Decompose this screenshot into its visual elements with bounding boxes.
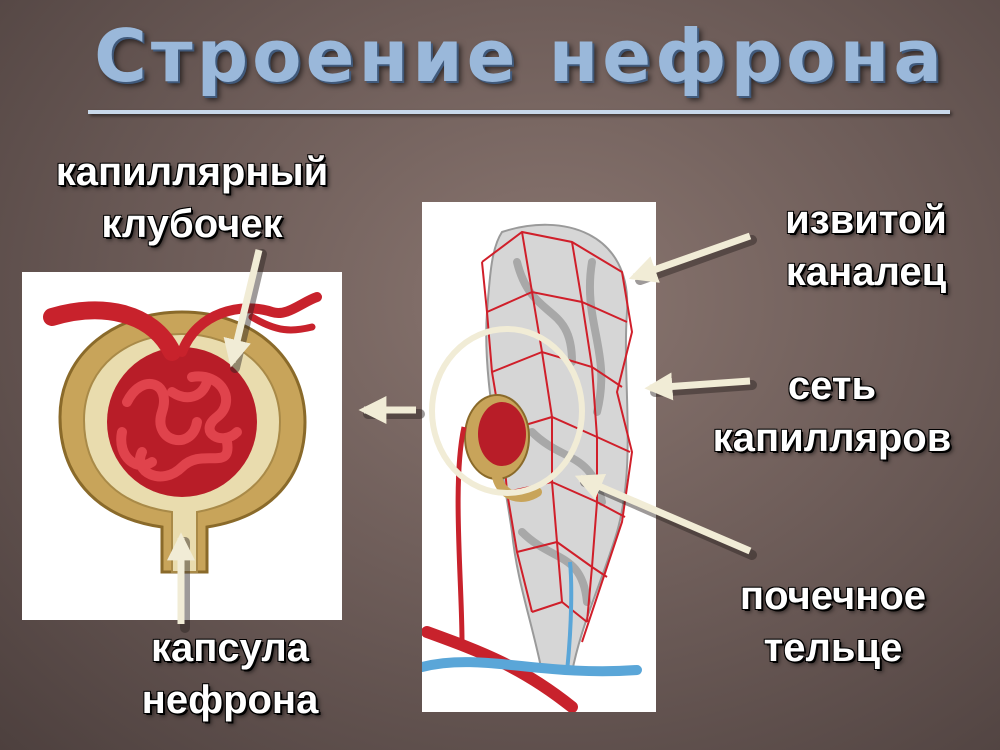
- slide-title: Строение нефрона: [94, 14, 946, 98]
- label-tubule-line2: каналец: [785, 250, 947, 294]
- label-corpuscle-line1: почечное: [739, 574, 927, 618]
- label-tubule: извитой каналец: [756, 194, 976, 298]
- label-glomerulus-line1: капиллярный: [55, 150, 329, 194]
- arrow-corpuscle: [574, 473, 752, 555]
- arrow-network: [644, 372, 751, 401]
- label-capsule: капсула нефрона: [110, 622, 350, 726]
- title-underline: [88, 110, 950, 114]
- arrow-glomerulus: [223, 249, 263, 368]
- label-capsule-line1: капсула: [150, 626, 310, 670]
- nephron-panel: [422, 202, 656, 712]
- label-corpuscle: почечное тельце: [706, 570, 960, 674]
- glomerulus-illustration: [43, 292, 322, 574]
- label-network-line1: сеть: [787, 364, 877, 408]
- label-tubule-line1: извитой: [785, 198, 947, 242]
- label-glomerulus: капиллярный клубочек: [18, 146, 366, 250]
- label-corpuscle-line2: тельце: [763, 626, 903, 670]
- corpuscle-highlight-circle: [429, 326, 585, 496]
- label-glomerulus-line2: клубочек: [101, 202, 283, 246]
- label-capsule-line2: нефрона: [141, 678, 319, 722]
- arrow-tubule: [628, 232, 752, 283]
- label-network-line2: капилляров: [712, 416, 952, 460]
- nephron-illustration: [422, 223, 642, 712]
- label-network: сеть капилляров: [680, 360, 984, 464]
